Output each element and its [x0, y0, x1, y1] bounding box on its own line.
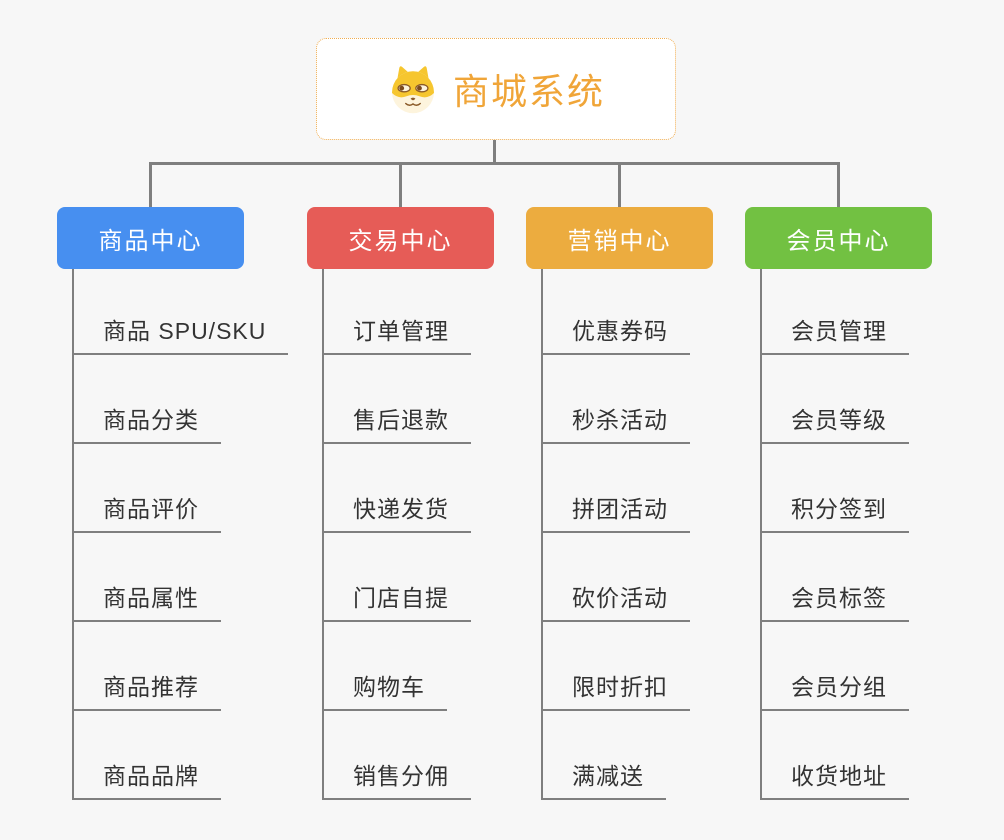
connector-branch-drop	[399, 162, 402, 207]
leaf-label: 会员标签	[791, 585, 887, 611]
connector-branch-trunk	[72, 269, 74, 800]
leaf-node[interactable]: 秒杀活动	[541, 407, 690, 444]
leaf-node[interactable]: 商品品牌	[72, 763, 221, 800]
leaf-label: 商品分类	[103, 407, 199, 433]
leaf-node[interactable]: 优惠券码	[541, 318, 690, 355]
leaf-label: 收货地址	[791, 763, 887, 789]
leaf-label: 商品品牌	[103, 763, 199, 789]
root-title: 商城系统	[452, 71, 605, 112]
leaf-label: 拼团活动	[572, 496, 668, 522]
branch-label: 交易中心	[348, 227, 453, 255]
leaf-label: 购物车	[353, 674, 425, 700]
leaf-node[interactable]: 商品属性	[72, 585, 221, 622]
leaf-label: 商品评价	[103, 496, 199, 522]
branch-label: 会员中心	[786, 227, 891, 255]
connector-rail	[149, 162, 840, 165]
branch-node-3[interactable]: 营销中心	[526, 207, 713, 269]
leaf-label: 会员管理	[791, 318, 887, 344]
leaf-label: 会员分组	[791, 674, 887, 700]
connector-branch-trunk	[322, 269, 324, 800]
leaf-label: 商品 SPU/SKU	[103, 318, 267, 344]
leaf-node[interactable]: 商品 SPU/SKU	[72, 318, 289, 355]
leaf-node[interactable]: 商品评价	[72, 496, 221, 533]
leaf-node[interactable]: 收货地址	[760, 763, 909, 800]
leaf-node[interactable]: 售后退款	[322, 407, 471, 444]
leaf-label: 限时折扣	[572, 674, 668, 700]
leaf-node[interactable]: 满减送	[541, 763, 666, 800]
branch-node-2[interactable]: 交易中心	[307, 207, 494, 269]
leaf-label: 积分签到	[791, 496, 887, 522]
leaf-label: 售后退款	[353, 407, 449, 433]
connector-branch-trunk	[541, 269, 543, 800]
leaf-node[interactable]: 会员分组	[760, 674, 909, 711]
leaf-node[interactable]: 门店自提	[322, 585, 471, 622]
connector-branch-drop	[618, 162, 621, 207]
dog-face-icon	[392, 66, 434, 114]
leaf-node[interactable]: 商品分类	[72, 407, 221, 444]
leaf-label: 优惠券码	[572, 318, 668, 344]
branch-node-4[interactable]: 会员中心	[745, 207, 932, 269]
leaf-label: 商品属性	[103, 585, 199, 611]
leaf-node[interactable]: 销售分佣	[322, 763, 471, 800]
leaf-label: 砍价活动	[572, 585, 668, 611]
leaf-node[interactable]: 商品推荐	[72, 674, 221, 711]
leaf-node[interactable]: 限时折扣	[541, 674, 690, 711]
leaf-label: 满减送	[572, 763, 644, 789]
branch-label: 商品中心	[98, 227, 203, 255]
leaf-label: 订单管理	[353, 318, 449, 344]
leaf-node[interactable]: 快递发货	[322, 496, 471, 533]
leaf-node[interactable]: 会员标签	[760, 585, 909, 622]
leaf-label: 销售分佣	[353, 763, 449, 789]
connector-root-drop	[493, 140, 496, 165]
leaf-node[interactable]: 砍价活动	[541, 585, 690, 622]
root-node[interactable]: 商城系统	[316, 38, 676, 140]
leaf-node[interactable]: 订单管理	[322, 318, 471, 355]
leaf-label: 会员等级	[791, 407, 887, 433]
leaf-label: 快递发货	[353, 496, 449, 522]
branch-label: 营销中心	[567, 227, 672, 255]
connector-branch-drop	[149, 162, 152, 207]
leaf-node[interactable]: 拼团活动	[541, 496, 690, 533]
leaf-label: 秒杀活动	[572, 407, 668, 433]
leaf-node[interactable]: 会员管理	[760, 318, 909, 355]
leaf-node[interactable]: 购物车	[322, 674, 447, 711]
leaf-label: 门店自提	[353, 585, 449, 611]
connector-branch-trunk	[760, 269, 762, 800]
leaf-label: 商品推荐	[103, 674, 199, 700]
leaf-node[interactable]: 积分签到	[760, 496, 909, 533]
branch-node-1[interactable]: 商品中心	[57, 207, 244, 269]
leaf-node[interactable]: 会员等级	[760, 407, 909, 444]
connector-branch-drop	[837, 162, 840, 207]
